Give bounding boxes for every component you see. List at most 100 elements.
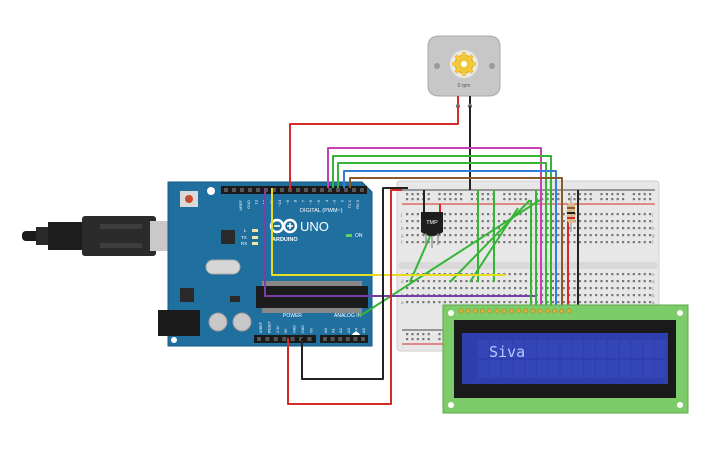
- breadboard-hole[interactable]: [411, 220, 414, 223]
- breadboard-hole[interactable]: [541, 294, 544, 297]
- breadboard-hole[interactable]: [632, 227, 635, 230]
- breadboard-hole[interactable]: [541, 193, 544, 196]
- breadboard-hole[interactable]: [584, 198, 587, 201]
- breadboard-hole[interactable]: [470, 198, 473, 201]
- lcd-pin[interactable]: [465, 308, 471, 314]
- breadboard-hole[interactable]: [416, 338, 419, 341]
- lcd-pin[interactable]: [508, 308, 514, 314]
- breadboard-hole[interactable]: [481, 198, 484, 201]
- breadboard-hole[interactable]: [449, 241, 452, 244]
- breadboard-hole[interactable]: [546, 234, 549, 237]
- breadboard-hole[interactable]: [622, 198, 625, 201]
- breadboard-hole[interactable]: [524, 287, 527, 290]
- breadboard-hole[interactable]: [443, 241, 446, 244]
- breadboard-hole[interactable]: [470, 193, 473, 196]
- breadboard-hole[interactable]: [622, 227, 625, 230]
- breadboard-hole[interactable]: [649, 198, 652, 201]
- breadboard-hole[interactable]: [443, 301, 446, 304]
- breadboard-hole[interactable]: [422, 280, 425, 283]
- header-pin[interactable]: [345, 337, 350, 341]
- breadboard-hole[interactable]: [541, 234, 544, 237]
- breadboard-hole[interactable]: [632, 213, 635, 216]
- breadboard-hole[interactable]: [611, 294, 614, 297]
- breadboard-hole[interactable]: [476, 287, 479, 290]
- breadboard-hole[interactable]: [508, 241, 511, 244]
- breadboard-hole[interactable]: [406, 234, 409, 237]
- breadboard-hole[interactable]: [416, 241, 419, 244]
- breadboard-hole[interactable]: [465, 234, 468, 237]
- breadboard-hole[interactable]: [541, 198, 544, 201]
- breadboard-hole[interactable]: [605, 241, 608, 244]
- breadboard-hole[interactable]: [497, 287, 500, 290]
- lcd-pin[interactable]: [559, 308, 565, 314]
- breadboard-hole[interactable]: [605, 301, 608, 304]
- breadboard-hole[interactable]: [595, 213, 598, 216]
- breadboard-hole[interactable]: [638, 234, 641, 237]
- breadboard-hole[interactable]: [562, 234, 565, 237]
- breadboard-hole[interactable]: [422, 338, 425, 341]
- lcd-pin[interactable]: [480, 308, 486, 314]
- breadboard-hole[interactable]: [541, 280, 544, 283]
- header-pin[interactable]: [360, 188, 364, 192]
- header-pin[interactable]: [352, 188, 356, 192]
- breadboard-hole[interactable]: [649, 301, 652, 304]
- breadboard-hole[interactable]: [497, 234, 500, 237]
- breadboard-hole[interactable]: [643, 227, 646, 230]
- breadboard-hole[interactable]: [416, 227, 419, 230]
- breadboard-hole[interactable]: [449, 213, 452, 216]
- breadboard-hole[interactable]: [595, 234, 598, 237]
- breadboard-hole[interactable]: [627, 213, 630, 216]
- breadboard-hole[interactable]: [616, 234, 619, 237]
- breadboard-hole[interactable]: [611, 301, 614, 304]
- breadboard-hole[interactable]: [643, 241, 646, 244]
- breadboard-hole[interactable]: [503, 280, 506, 283]
- breadboard-hole[interactable]: [497, 301, 500, 304]
- breadboard-hole[interactable]: [406, 333, 409, 336]
- breadboard-hole[interactable]: [589, 287, 592, 290]
- breadboard-hole[interactable]: [449, 193, 452, 196]
- breadboard-hole[interactable]: [578, 241, 581, 244]
- breadboard-hole[interactable]: [449, 301, 452, 304]
- breadboard-hole[interactable]: [406, 198, 409, 201]
- breadboard-hole[interactable]: [503, 220, 506, 223]
- breadboard-hole[interactable]: [503, 241, 506, 244]
- breadboard-hole[interactable]: [443, 227, 446, 230]
- breadboard-hole[interactable]: [622, 273, 625, 276]
- breadboard-hole[interactable]: [649, 227, 652, 230]
- breadboard-hole[interactable]: [557, 294, 560, 297]
- breadboard-hole[interactable]: [568, 193, 571, 196]
- breadboard-hole[interactable]: [589, 241, 592, 244]
- breadboard-hole[interactable]: [600, 273, 603, 276]
- temperature-sensor[interactable]: TMP: [421, 212, 443, 248]
- breadboard-hole[interactable]: [438, 198, 441, 201]
- breadboard-hole[interactable]: [643, 234, 646, 237]
- breadboard-hole[interactable]: [551, 241, 554, 244]
- breadboard-hole[interactable]: [600, 220, 603, 223]
- breadboard-hole[interactable]: [578, 213, 581, 216]
- breadboard-hole[interactable]: [627, 294, 630, 297]
- header-pin[interactable]: [304, 188, 308, 192]
- header-pin[interactable]: [256, 188, 260, 192]
- breadboard-hole[interactable]: [546, 301, 549, 304]
- breadboard-hole[interactable]: [514, 227, 517, 230]
- breadboard-hole[interactable]: [627, 273, 630, 276]
- breadboard-hole[interactable]: [557, 213, 560, 216]
- breadboard-hole[interactable]: [416, 301, 419, 304]
- breadboard-hole[interactable]: [562, 287, 565, 290]
- lcd-pin[interactable]: [537, 308, 543, 314]
- breadboard-hole[interactable]: [616, 294, 619, 297]
- breadboard-hole[interactable]: [649, 220, 652, 223]
- breadboard-hole[interactable]: [465, 220, 468, 223]
- breadboard-hole[interactable]: [584, 193, 587, 196]
- breadboard-hole[interactable]: [578, 280, 581, 283]
- breadboard-hole[interactable]: [584, 301, 587, 304]
- breadboard-hole[interactable]: [406, 220, 409, 223]
- breadboard-hole[interactable]: [622, 213, 625, 216]
- breadboard-hole[interactable]: [600, 193, 603, 196]
- breadboard-hole[interactable]: [600, 241, 603, 244]
- header-pin[interactable]: [361, 337, 365, 341]
- breadboard-hole[interactable]: [589, 227, 592, 230]
- breadboard-hole[interactable]: [443, 280, 446, 283]
- breadboard-hole[interactable]: [492, 301, 495, 304]
- breadboard-hole[interactable]: [600, 301, 603, 304]
